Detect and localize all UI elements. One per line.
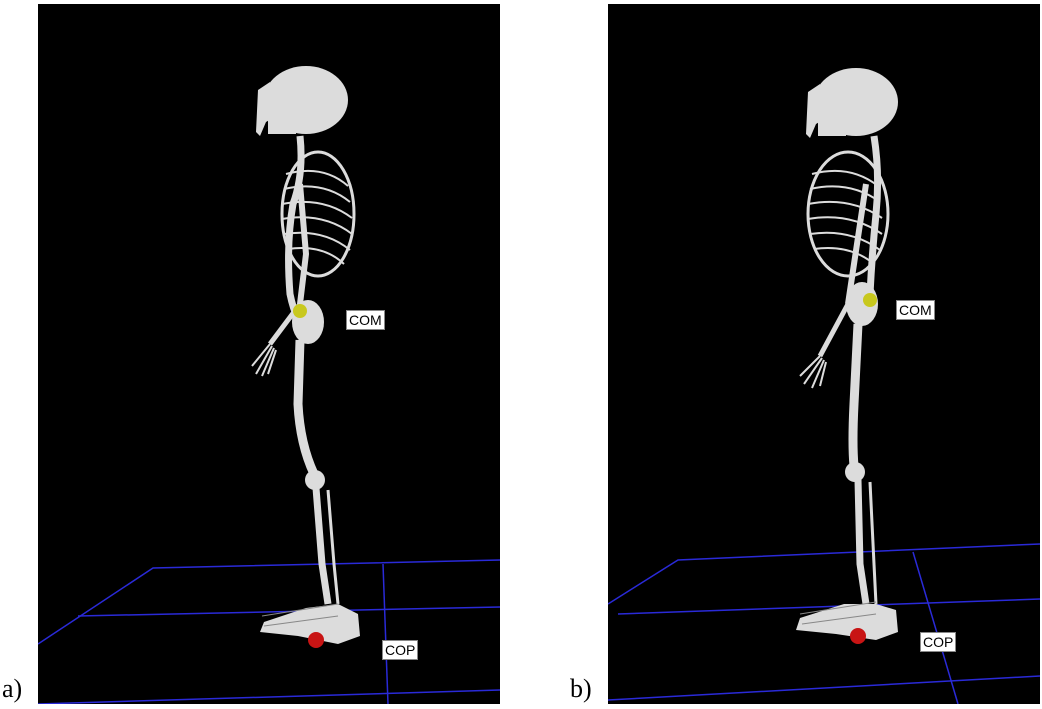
cop-label-a: COP bbox=[382, 640, 418, 660]
com-label-a: COM bbox=[346, 310, 385, 330]
cop-label-b: COP bbox=[920, 632, 956, 652]
cop-sphere bbox=[308, 632, 324, 648]
com-sphere bbox=[863, 293, 877, 307]
panel-a-label: a) bbox=[2, 676, 22, 702]
cop-sphere bbox=[850, 628, 866, 644]
com-sphere bbox=[293, 304, 307, 318]
panel-a-scene bbox=[38, 4, 500, 704]
panel-b-scene bbox=[608, 4, 1040, 704]
panel-a-viewport[interactable]: COM COP bbox=[38, 4, 500, 704]
com-label-b: COM bbox=[896, 300, 935, 320]
panel-b-viewport[interactable]: COM COP bbox=[608, 4, 1040, 704]
panel-b-label: b) bbox=[570, 676, 592, 702]
skeleton-figure bbox=[252, 66, 360, 644]
